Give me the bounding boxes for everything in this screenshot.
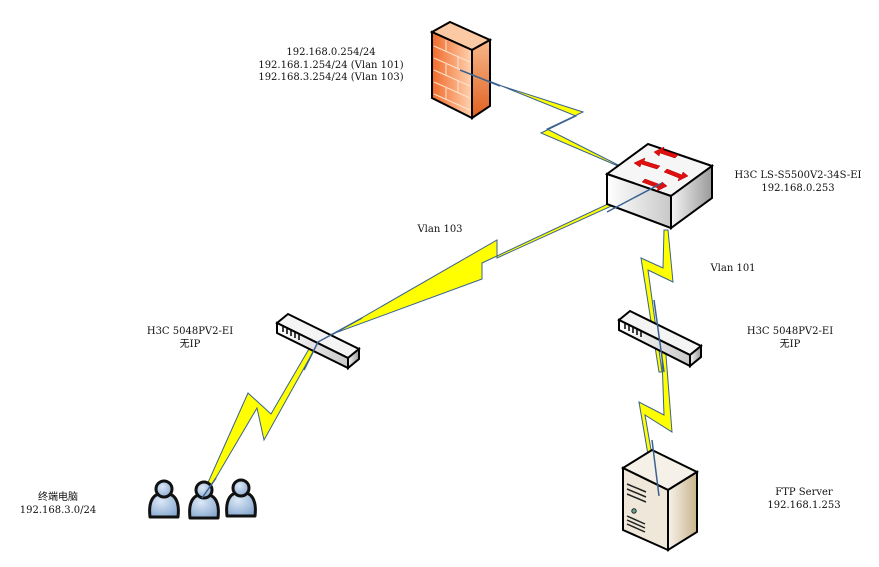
- user-icon: [188, 480, 220, 520]
- terminals-subnet: 192.168.3.0/24: [19, 504, 97, 516]
- ftp-server-label: FTP Server 192.168.1.253: [752, 487, 856, 512]
- access-switch-right-icon[interactable]: [617, 299, 703, 373]
- core-switch-icon[interactable]: [604, 142, 715, 230]
- link-core-right-switch: [640, 229, 674, 373]
- server-icon[interactable]: [620, 439, 700, 552]
- switch-arrows-icon: [633, 146, 689, 192]
- terminals-label: 终端电脑 192.168.3.0/24: [6, 492, 110, 517]
- ftp-server-name: FTP Server: [775, 487, 833, 498]
- link-label-vlan-103: Vlan 103: [417, 224, 463, 235]
- access-switch-left-icon[interactable]: [275, 312, 363, 371]
- access-switch-left-label: H3C 5048PV2-EI 无IP: [138, 326, 242, 351]
- access-switch-right-label: H3C 5048PV2-EI 无IP: [738, 326, 842, 351]
- lightning-bolt-icon: [201, 341, 319, 499]
- power-button-icon: [631, 508, 637, 514]
- link-label-vlan-101: Vlan 101: [710, 263, 756, 274]
- user-icon: [148, 479, 180, 519]
- firewall-ip-line: 192.168.3.254/24 (Vlan 103): [258, 72, 404, 83]
- ftp-server-ip: 192.168.1.253: [767, 499, 841, 511]
- user-icon: [225, 478, 257, 518]
- firewall-icon[interactable]: [429, 20, 501, 120]
- link-left-switch-terminals: [201, 341, 319, 499]
- access-switch-left-ip: 无IP: [179, 338, 201, 350]
- terminals-name: 终端电脑: [38, 492, 78, 503]
- core-switch-model: H3C LS-S5500V2-34S-EI: [734, 170, 862, 181]
- access-switch-left-model: H3C 5048PV2-EI: [146, 326, 234, 337]
- core-switch-label: H3C LS-S5500V2-34S-EI 192.168.0.253: [728, 170, 868, 195]
- core-switch-ip: 192.168.0.253: [761, 182, 835, 194]
- access-switch-right-model: H3C 5048PV2-EI: [746, 326, 834, 337]
- lightning-bolt-icon: [640, 229, 674, 373]
- firewall-ip-line: 192.168.1.254/24 (Vlan 101): [258, 59, 404, 71]
- firewall-label: 192.168.0.254/24 192.168.1.254/24 (Vlan …: [246, 47, 416, 85]
- users-icon[interactable]: [148, 477, 257, 520]
- access-switch-right-ip: 无IP: [779, 338, 801, 350]
- firewall-ip-line: 192.168.0.254/24: [286, 47, 376, 58]
